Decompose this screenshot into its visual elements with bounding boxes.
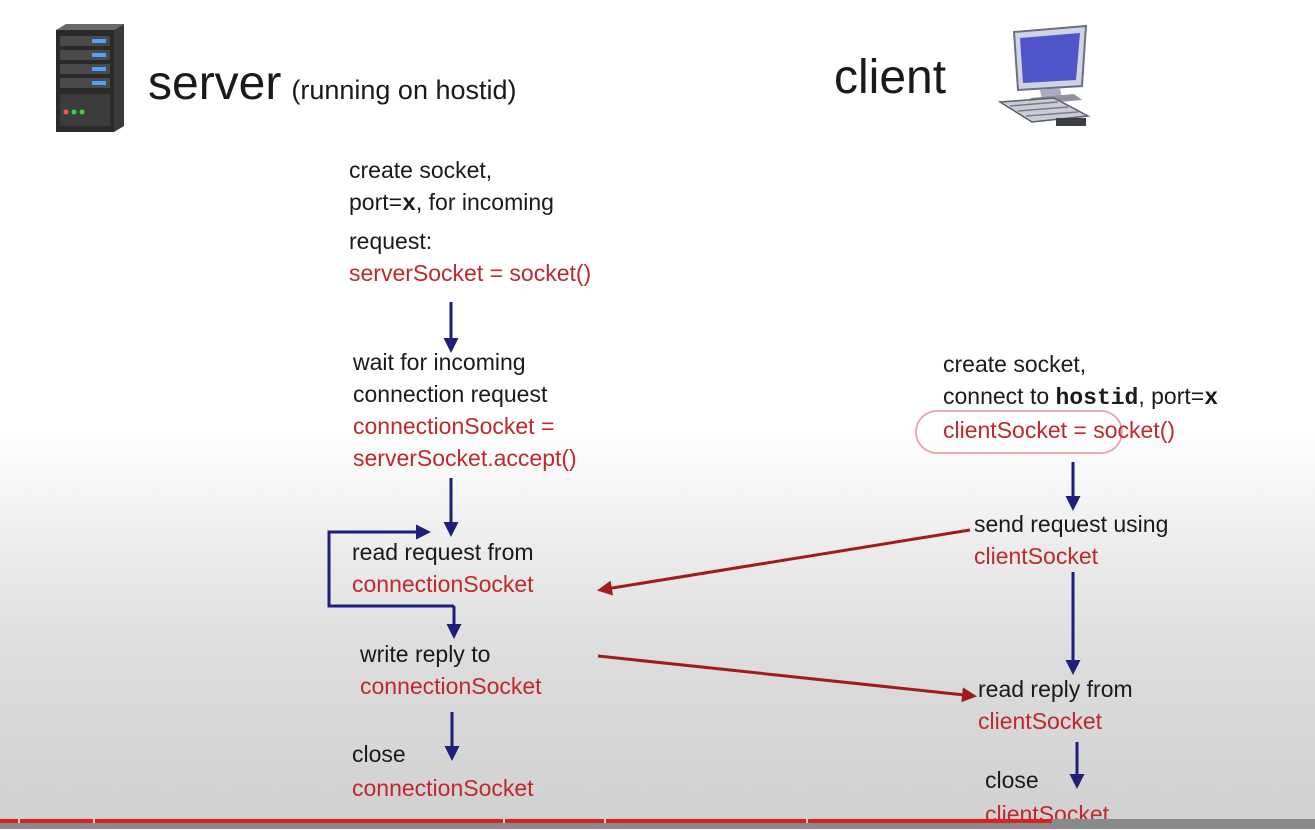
server-wait-code1: connectionSocket = <box>353 413 555 439</box>
message-reply-arrow <box>597 654 977 703</box>
desktop-computer-icon <box>996 24 1092 128</box>
server-wait-code2: serverSocket.accept() <box>353 445 577 471</box>
server-write-code: connectionSocket <box>360 673 542 699</box>
server-create-line1: create socket, <box>349 157 493 183</box>
client-send-line1: send request using <box>974 511 1169 537</box>
chapter-marker <box>503 819 505 823</box>
client-create-line1: create socket, <box>943 351 1087 377</box>
server-read-line1: read request from <box>352 539 534 565</box>
client-send-code: clientSocket <box>974 543 1099 569</box>
client-step-create: create socket, connect to hostid, port=x… <box>943 348 1218 446</box>
chapter-marker <box>18 819 20 823</box>
chapter-marker <box>604 819 606 823</box>
server-subtitle: (running on hostid) <box>291 75 517 105</box>
video-progress-played <box>0 819 1052 823</box>
client-create-code: clientSocket = socket() <box>943 417 1176 443</box>
client-read-code: clientSocket <box>978 708 1103 734</box>
server-wait-line1: wait for incoming <box>353 349 526 375</box>
server-read-code: connectionSocket <box>352 571 534 597</box>
client-create-line2: connect to hostid, port=x <box>943 383 1219 411</box>
server-step-create: create socket, port=x, for incoming requ… <box>349 154 591 289</box>
server-create-line3: request: <box>349 228 433 254</box>
server-step-wait: wait for incoming connection request con… <box>353 346 577 474</box>
client-close-line1: close <box>985 767 1039 793</box>
chapter-marker <box>806 819 808 823</box>
server-tower-icon <box>52 22 124 132</box>
server-create-line2: port=x, for incoming <box>349 189 554 217</box>
server-wait-line2: connection request <box>353 381 548 407</box>
client-step-read: read reply from clientSocket <box>978 673 1133 737</box>
server-write-line1: write reply to <box>360 641 491 667</box>
server-close-line1: close <box>352 741 406 767</box>
video-progress-bar[interactable] <box>0 819 1315 829</box>
server-close-code: connectionSocket <box>352 775 534 801</box>
server-heading: server (running on hostid) <box>148 56 517 111</box>
client-title: client <box>834 51 947 104</box>
client-read-line1: read reply from <box>978 676 1133 702</box>
chapter-marker <box>93 819 95 823</box>
message-request-arrow <box>597 528 971 596</box>
server-title: server <box>148 57 282 110</box>
server-step-write: write reply to connectionSocket <box>360 638 542 702</box>
server-step-close: close connectionSocket <box>352 738 534 804</box>
server-step-read: read request from connectionSocket <box>352 536 534 600</box>
server-create-code: serverSocket = socket() <box>349 260 592 286</box>
client-socket-highlight <box>915 410 1123 454</box>
loop-arrow <box>327 524 454 608</box>
client-step-send: send request using clientSocket <box>974 508 1168 572</box>
